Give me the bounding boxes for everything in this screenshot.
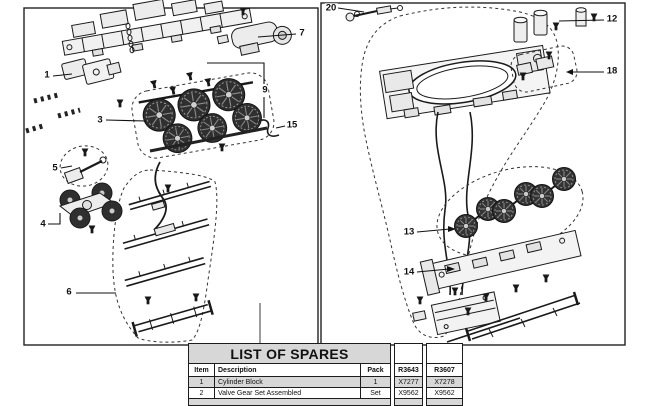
cell-pack: 1 (373, 378, 378, 386)
callout-14: 14 (402, 266, 416, 278)
spares-table-r3643-column: R3643 X7277 X9562 (394, 343, 423, 406)
cell-pack: Set (370, 389, 381, 397)
pickup-unit-drawing (412, 291, 501, 336)
callout-12: 12 (605, 13, 619, 25)
cell-r3607: X7278 (434, 378, 455, 386)
spares-table-r3607-column: R3607 X7278 X9562 (426, 343, 463, 406)
right-panel-artwork (345, 5, 598, 343)
loco-frame-drawing (61, 0, 253, 57)
detail-sprue-strips (25, 92, 81, 134)
brake-rails-drawing (446, 291, 581, 343)
left-panel-artwork (25, 0, 292, 343)
col-header-r3643: R3643 (398, 366, 419, 374)
cell-item: 2 (189, 388, 215, 398)
left-screws (81, 7, 247, 305)
callout-3: 3 (96, 114, 104, 126)
callout-1: 1 (43, 69, 51, 81)
callout-9: 9 (261, 84, 269, 96)
chain-drawing (125, 22, 135, 54)
cell-description: Valve Gear Set Assembled (215, 388, 361, 398)
col-header-description: Description (215, 364, 361, 376)
small-parts-group-18 (510, 45, 578, 93)
callout-20: 20 (324, 2, 338, 14)
motor-drawing (216, 21, 292, 56)
bogie-drawing (58, 182, 123, 229)
callout-6: 6 (65, 286, 73, 298)
table-row-partial (427, 399, 462, 405)
cell-r3643: X7277 (398, 378, 419, 386)
table-row-partial (395, 399, 422, 405)
col-header-pack: Pack (367, 366, 384, 374)
cell-item: 1 (189, 377, 215, 387)
spares-table-title: LIST OF SPARES (189, 344, 390, 364)
cylinder-parts-drawing (513, 7, 587, 43)
table-row: 1 Cylinder Block 1 (189, 377, 390, 388)
callout-13: 13 (402, 226, 416, 238)
cell-r3607: X9562 (434, 389, 455, 397)
col-header-item: Item (189, 364, 215, 376)
spares-table-header-row: Item Description Pack (189, 364, 390, 377)
panel-borders (23, 2, 626, 346)
r3607-title-cell (427, 344, 462, 364)
callout-7: 7 (298, 27, 306, 39)
callout-18: 18 (605, 65, 619, 77)
cell-r3643: X9562 (398, 389, 419, 397)
table-row-partial (189, 399, 390, 405)
wheelsets-group (436, 166, 584, 258)
wire-clip-drawing (258, 119, 280, 137)
cell-description: Cylinder Block (215, 377, 361, 387)
col-header-r3607: R3607 (434, 366, 455, 374)
callout-leader-lines (48, 7, 605, 294)
cylinder-block-drawing (61, 58, 122, 85)
valve-gear-group (112, 161, 218, 343)
coupling-group (59, 145, 109, 187)
callout-15: 15 (285, 119, 299, 131)
callout-5: 5 (51, 162, 59, 174)
callout-4: 4 (39, 218, 47, 230)
main-chassis-drawing (379, 44, 551, 120)
driving-wheels-group (131, 72, 275, 159)
r3643-title-cell (395, 344, 422, 364)
spares-table-main: LIST OF SPARES Item Description Pack 1 C… (188, 343, 391, 406)
table-row: 2 Valve Gear Set Assembled Set (189, 388, 390, 399)
linkage-drawing (345, 5, 403, 22)
